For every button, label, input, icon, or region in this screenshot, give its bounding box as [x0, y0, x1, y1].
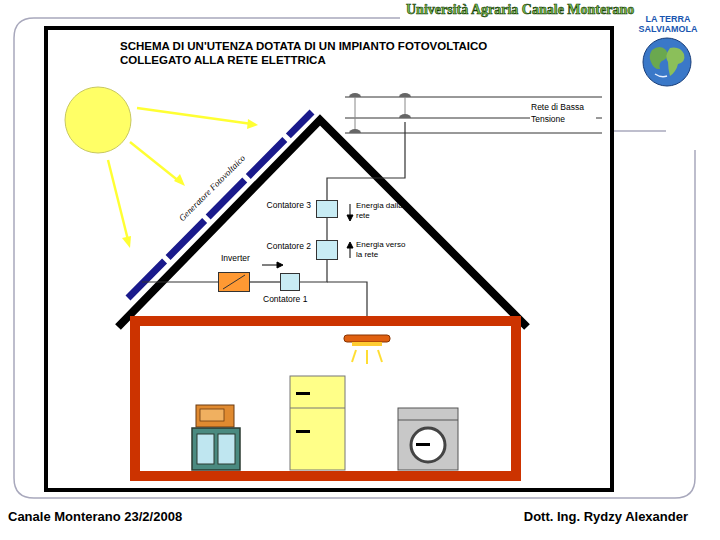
wire-line: [250, 281, 280, 282]
diagram-frame: [46, 28, 612, 490]
power-lines: [345, 97, 602, 133]
energy-arrows: [262, 204, 353, 268]
energy-arrows-part: [350, 204, 351, 216]
washing-machine-part: [416, 443, 430, 446]
ceiling-lamp-part: [344, 335, 390, 342]
wire-connector: [300, 260, 327, 282]
slide-frame: [14, 18, 695, 498]
meter-label: Contatore 3: [267, 200, 311, 210]
grid-label: Rete di Bassa Tensione: [530, 101, 596, 125]
meter-box: Contatore 3: [316, 200, 338, 218]
fridge-part: [296, 430, 310, 433]
footer-place-date: Canale Monterano 23/2/2008: [8, 509, 182, 524]
wire-connector: [327, 218, 328, 240]
roof-part: [118, 120, 527, 327]
roof: [118, 120, 527, 327]
power-lines-part: [345, 133, 602, 134]
wire-line: [300, 260, 327, 282]
energy-arrows-part: [277, 262, 283, 268]
insulators-part: [399, 93, 411, 97]
photovoltaic-panels-part: [128, 112, 312, 298]
slide-frame-part: [14, 18, 695, 498]
sun-part-part: [130, 142, 180, 182]
sun-part: [108, 108, 252, 240]
panel-label: Generatore Fotovoltaico: [177, 153, 247, 223]
sun-part-part: [174, 174, 185, 186]
cupboard-part: [192, 428, 240, 470]
inverter-box: Inverter: [218, 272, 250, 292]
wiring-part: [142, 281, 218, 282]
meter-label: Contatore 2: [267, 241, 311, 251]
fridge-part: [290, 376, 345, 470]
wire-line: [326, 218, 327, 240]
meter-box: Contatore 1: [280, 273, 300, 291]
oven-part: [200, 409, 224, 421]
ceiling-lamp: [344, 335, 390, 364]
globe-logo-part: [666, 48, 684, 76]
inverter-symbol: [219, 273, 249, 291]
energy-in-label: Energia dalla rete: [356, 201, 410, 220]
logo-text: LA TERRA SALVIAMOLA: [622, 14, 714, 34]
washing-machine-part: [398, 408, 458, 470]
oven: [196, 405, 234, 427]
washing-machine-part: [398, 420, 458, 421]
diagram-title: SCHEMA DI UN'UTENZA DOTATA DI UN IMPIANT…: [120, 39, 545, 67]
sun-part: [65, 87, 131, 153]
sun-part-part: [108, 160, 128, 240]
globe-logo-part: [643, 38, 691, 86]
insulators: [349, 93, 411, 133]
washing-machine-part: [411, 428, 445, 462]
sun-part-part: [247, 119, 258, 129]
institution-header: Università Agraria Canale Monterano: [404, 2, 636, 18]
globe-logo-part: [655, 74, 667, 77]
slide-frame-part: [612, 130, 666, 132]
energy-arrows-part: [350, 247, 351, 258]
meter-box: Contatore 2: [316, 240, 338, 260]
house-walls: [135, 321, 516, 476]
ceiling-lamp-part-part: [378, 350, 382, 362]
ceiling-lamp-part: [352, 342, 382, 346]
energy-arrows-part: [262, 265, 278, 266]
ceiling-lamp-part: [352, 350, 382, 364]
washing-machine: [398, 408, 458, 470]
energy-arrows-part: [347, 215, 353, 221]
power-lines-part: [355, 97, 356, 133]
meter-label: Contatore 1: [263, 294, 307, 304]
energy-arrows-part: [347, 242, 353, 248]
sun-part-part: [122, 236, 131, 248]
insulators-part: [349, 129, 361, 133]
energy-out-label: Energia verso la rete: [356, 240, 410, 259]
power-lines-part: [345, 97, 602, 98]
ceiling-lamp-part-part: [366, 350, 368, 364]
inverter-diagonal: [223, 275, 245, 289]
globe-logo: [643, 38, 691, 86]
fridge-part: [290, 408, 345, 409]
photovoltaic-panels: [128, 112, 312, 298]
oven-part: [196, 405, 234, 427]
ceiling-lamp-part-part: [352, 350, 356, 362]
fridge-part: [296, 392, 310, 395]
fridge: [290, 376, 345, 470]
cupboard-part: [218, 434, 235, 464]
footer-author: Dott. Ing. Rydzy Alexander: [524, 509, 688, 524]
insulators-part: [349, 93, 361, 97]
meter-label: Inverter: [221, 253, 250, 263]
wire-connector: [250, 282, 280, 283]
sun: [65, 87, 258, 248]
sun-part-part: [137, 108, 252, 124]
cupboard-part: [197, 434, 214, 464]
insulators-part: [399, 114, 411, 118]
cupboard: [192, 428, 240, 470]
globe-logo-part: [650, 47, 668, 69]
wiring-part: [327, 122, 405, 200]
